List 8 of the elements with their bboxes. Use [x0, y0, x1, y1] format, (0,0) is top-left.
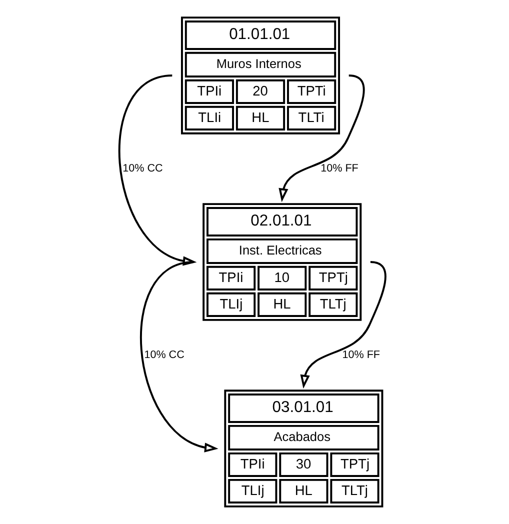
arrow	[140, 261, 218, 452]
arrow	[118, 74, 196, 266]
edge-label: 10% FF	[320, 162, 358, 174]
arrow	[278, 74, 364, 202]
edge-label: 10% CC	[122, 162, 162, 174]
edge-label: 10% CC	[144, 349, 184, 362]
edge-label: 10% FF	[342, 349, 380, 362]
arrow	[300, 261, 386, 389]
